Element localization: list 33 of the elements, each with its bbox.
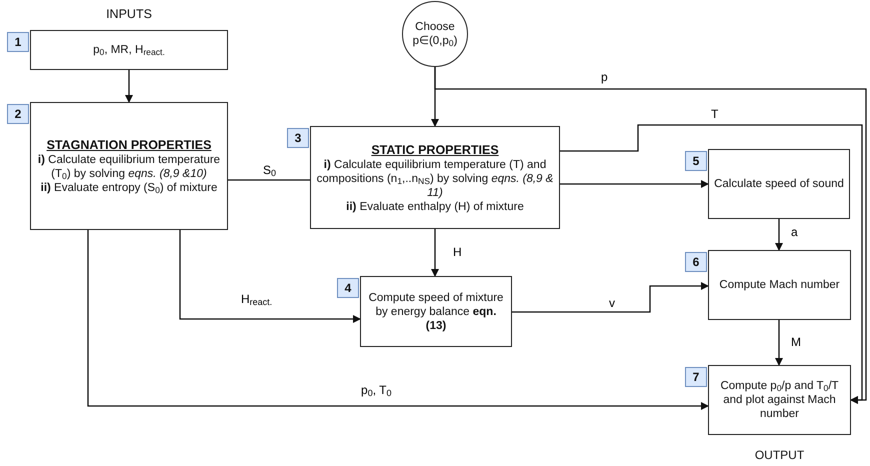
step-number-badge: 4 xyxy=(337,278,359,298)
arrow xyxy=(179,230,361,323)
step-text: ii) Evaluate entropy (S$_{0}$) of mixture xyxy=(40,181,218,195)
step-text: Compute p$_{0}$/p and T$_{0}$/T and plot against Mach number xyxy=(719,379,840,421)
step-text: Compute speed of mixture by energy balance eqn. (13) xyxy=(368,290,504,332)
section-heading: STATIC PROPERTIES xyxy=(371,142,499,158)
step-text: i) Calculate equilibrium temperature (T$_{0}$) by solving eqns. (8,9 &10) xyxy=(36,153,222,181)
edge-label: S$_{0}$ xyxy=(262,163,278,178)
edge-label: H$_{react.}$ xyxy=(240,292,274,307)
step-number-badge: 3 xyxy=(287,128,309,148)
step-number-badge: 6 xyxy=(685,252,707,272)
arrow xyxy=(560,124,863,404)
arrow xyxy=(87,230,709,410)
step-number-badge: 1 xyxy=(7,32,29,52)
step-text: Calculate speed of sound xyxy=(714,177,844,191)
edge-label: p$_{0}$, T$_{0}$ xyxy=(360,383,392,398)
step-text: p$_{0}$, MR, H$_{react.}$ xyxy=(93,43,165,57)
arrow xyxy=(775,219,783,251)
section-heading: OUTPUT xyxy=(754,448,806,463)
step-text: Choose p∈(0,p$_{0}$) xyxy=(412,20,458,48)
section-heading: INPUTS xyxy=(105,7,153,21)
arrow xyxy=(125,70,133,103)
arrow xyxy=(512,282,709,313)
section-heading: STAGNATION PROPERTIES xyxy=(46,137,212,153)
step-text: ii) Evaluate enthalpy (H) of mixture xyxy=(346,200,524,214)
step-number-badge: 5 xyxy=(685,151,707,171)
arrow xyxy=(431,229,439,277)
arrow xyxy=(560,180,709,188)
step-number-badge: 2 xyxy=(7,104,29,124)
step-text: i) Calculate equilibrium temperature (T) and compositions (n$_{1}$,..n$_{NS}$) by solving eqns. (8,9 & 11) xyxy=(316,158,554,200)
step-number-badge: 7 xyxy=(685,367,707,387)
step-text: Compute Mach number xyxy=(719,278,840,292)
arrow xyxy=(775,320,783,366)
